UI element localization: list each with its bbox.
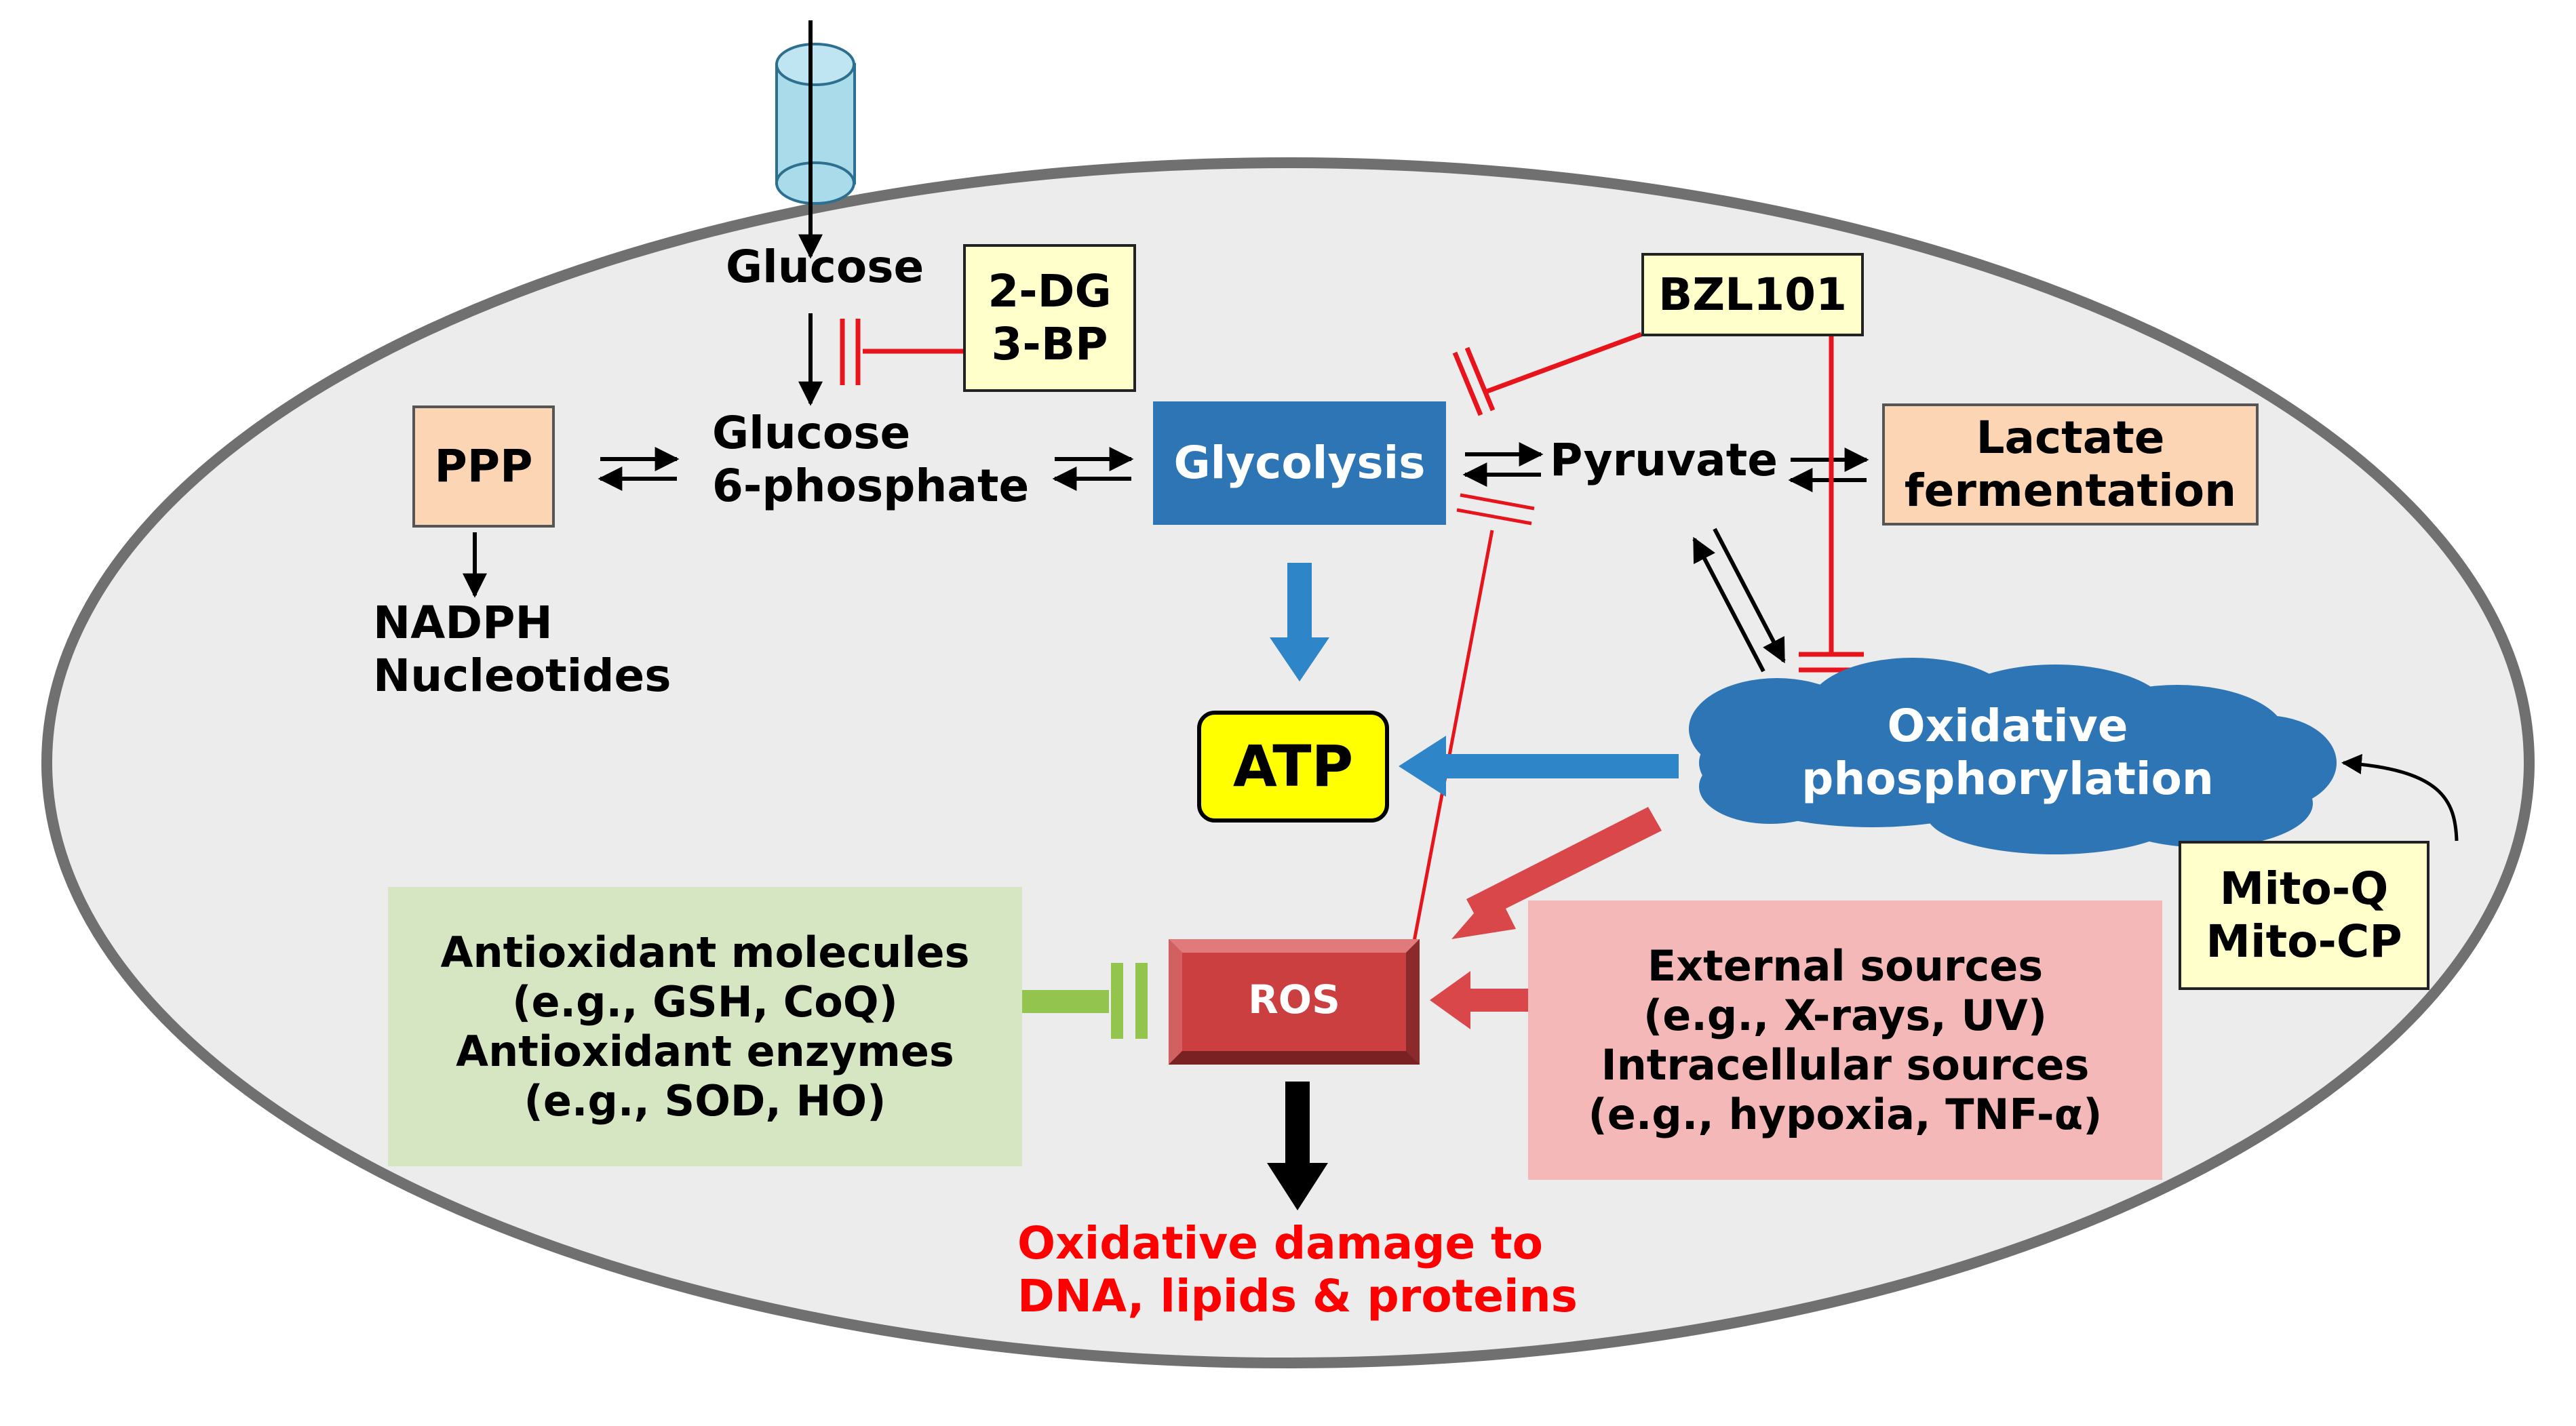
oxphos-to-atp-arrow <box>1399 736 1679 797</box>
bzl101-inhibition <box>1452 332 1864 673</box>
pyruvate-oxphos-equilibrium <box>1692 528 1786 673</box>
ros-label: ROS <box>1248 976 1340 1023</box>
pyruvate-label: Pyruvate <box>1550 434 1778 486</box>
ros-to-damage-arrow <box>1267 1082 1328 1210</box>
ros-sources-box: External sources (e.g., X-rays, UV) Intr… <box>1528 900 2162 1180</box>
bzl101-box: BZL101 <box>1641 253 1864 336</box>
antioxidants-box: Antioxidant molecules (e.g., GSH, CoQ) A… <box>388 887 1022 1166</box>
oxphos-cloud <box>1689 658 2337 854</box>
sources-to-ros-arrow <box>1430 971 1536 1029</box>
pyruvate-lactate-equilibrium <box>1788 448 1869 492</box>
ppp-box: PPP <box>412 405 555 528</box>
ros-glycolysis-inhibition <box>1412 493 1535 942</box>
glucose-transporter-icon <box>775 43 856 205</box>
antioxidant-inhibition <box>1021 963 1148 1039</box>
glycolysis-pyruvate-equilibrium <box>1462 442 1544 487</box>
mito-to-oxphos-arrow <box>2341 753 2459 841</box>
glycolysis-box: Glycolysis <box>1153 401 1446 525</box>
ppp-g6p-equilibrium <box>598 447 680 491</box>
ros-bevel <box>1169 939 1420 1065</box>
glucose-label: Glucose <box>726 241 924 293</box>
atp-box: ATP <box>1197 711 1389 823</box>
dg-inhibition <box>840 319 963 385</box>
g6p-glycolysis-equilibrium <box>1052 447 1134 491</box>
glycolysis-to-atp-arrow <box>1270 563 1329 681</box>
oxphos-to-ros-arrow <box>1451 807 1662 939</box>
